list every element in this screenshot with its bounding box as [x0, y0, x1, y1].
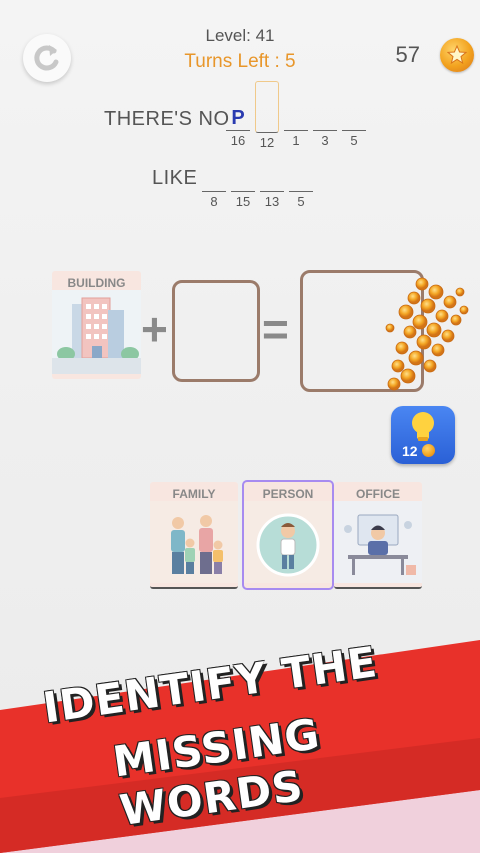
letter-slot[interactable]: 5: [289, 167, 313, 209]
letter-slot[interactable]: 8: [202, 167, 226, 209]
family-illustration: [150, 501, 238, 583]
restart-icon: [34, 45, 59, 71]
hint-button[interactable]: 12: [391, 406, 455, 464]
letter-slot[interactable]: 15: [231, 167, 255, 209]
hint-cost: 12: [402, 443, 418, 459]
tile-label: BUILDING: [67, 276, 126, 290]
restart-button[interactable]: [23, 34, 71, 82]
promo-banner: IDENTIFY THE MISSING WORDS: [0, 640, 480, 853]
clue-word-2: LIKE: [152, 167, 198, 189]
clue-word-1: THERE'S NO: [104, 108, 230, 130]
coin-count: 57: [395, 42, 420, 67]
option-tile-office[interactable]: OFFICE: [334, 482, 422, 589]
building-illustration: [52, 290, 141, 374]
letter-slot-active[interactable]: 12: [255, 81, 279, 150]
letter-slot[interactable]: 3: [313, 106, 337, 150]
option-tile-person[interactable]: PERSON: [242, 480, 334, 590]
plus-sign: +: [141, 303, 168, 355]
coin-icon: [440, 38, 474, 72]
office-illustration: [334, 501, 422, 583]
letter-slot[interactable]: 13: [260, 167, 284, 209]
coin-burst-icon: [385, 277, 469, 391]
answer-box-result[interactable]: [300, 270, 424, 392]
coin-icon: [422, 444, 435, 457]
given-tile-building: BUILDING: [52, 271, 141, 379]
letter-slot[interactable]: 1: [284, 106, 308, 150]
level-label: Level: 41: [205, 26, 275, 45]
option-tile-family[interactable]: FAMILY: [150, 482, 238, 589]
tile-label: PERSON: [262, 487, 314, 501]
tile-label: OFFICE: [356, 487, 400, 501]
letter-slot[interactable]: 5: [342, 106, 366, 150]
answer-box-1[interactable]: [172, 280, 260, 382]
turns-left-label: Turns Left : 5: [184, 51, 296, 72]
answer-slots-2: 8 15 13 5: [202, 167, 313, 209]
person-illustration: [244, 501, 332, 583]
lightbulb-icon: [412, 412, 434, 441]
banner-ribbon: [0, 640, 480, 853]
tile-label: FAMILY: [172, 487, 216, 501]
equals-sign: =: [262, 303, 289, 355]
